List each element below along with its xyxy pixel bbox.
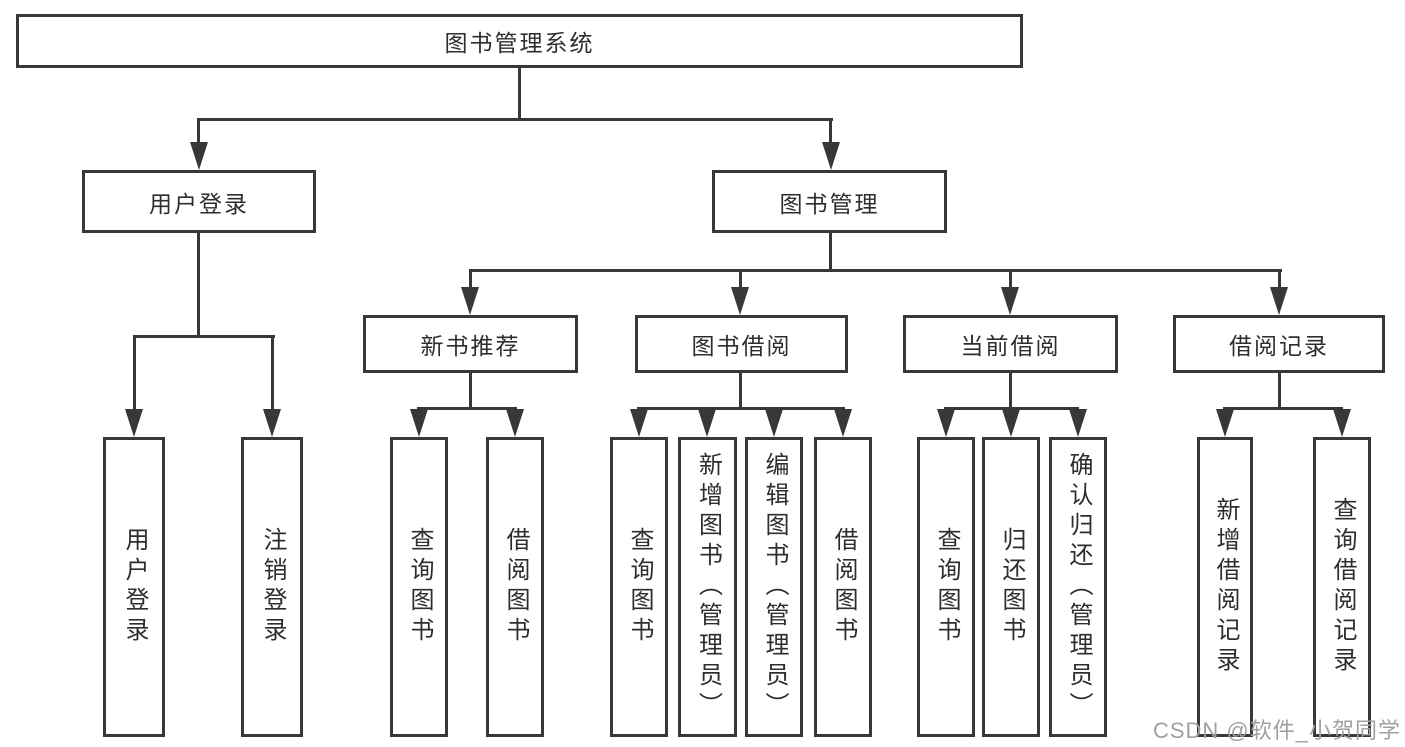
node-new-book-recommend: 新书推荐 — [363, 315, 578, 373]
arrowhead-cb-confirm — [1069, 409, 1087, 437]
connector-userlogin-drop — [197, 233, 200, 337]
leaf-logout: 注销登录 — [241, 437, 303, 737]
arrowhead-leaf-login — [125, 409, 143, 437]
connector-records-bus — [1223, 407, 1343, 410]
leaf-borrow-books-2-label: 借阅图书 — [830, 527, 857, 647]
leaf-borrow-books-1-label: 借阅图书 — [502, 527, 529, 647]
leaf-return-books-label: 归还图书 — [998, 527, 1025, 647]
leaf-query-books-3-label: 查询图书 — [933, 527, 960, 647]
arrowhead-current-borrow — [1001, 287, 1019, 315]
node-current-borrowing: 当前借阅 — [903, 315, 1118, 373]
arrowhead-book-mgmt — [822, 142, 840, 170]
node-book-management: 图书管理 — [712, 170, 947, 233]
connector-stem-leaf-logout — [271, 335, 274, 409]
leaf-edit-books-admin-label: 编辑图书（管理员） — [761, 452, 788, 722]
leaf-add-books-admin-label: 新增图书（管理员） — [694, 452, 722, 722]
connector-stem-user-login — [197, 118, 200, 144]
connector-records-drop — [1278, 373, 1281, 410]
leaf-confirm-return-admin: 确认归还（管理员） — [1049, 437, 1107, 737]
leaf-query-books-1-label: 查询图书 — [406, 527, 433, 647]
arrowhead-nb-borrow — [506, 409, 524, 437]
leaf-query-books-1: 查询图书 — [390, 437, 448, 737]
connector-stem-leaf-login — [133, 335, 136, 409]
leaf-query-books-2: 查询图书 — [610, 437, 668, 737]
arrowhead-user-login — [190, 142, 208, 170]
leaf-query-borrow-record: 查询借阅记录 — [1313, 437, 1371, 737]
leaf-query-borrow-record-label: 查询借阅记录 — [1329, 497, 1356, 677]
arrowhead-bb-query — [630, 409, 648, 437]
leaf-add-books-admin: 新增图书（管理员） — [678, 437, 737, 737]
leaf-borrow-books-2: 借阅图书 — [814, 437, 872, 737]
leaf-add-borrow-record: 新增借阅记录 — [1197, 437, 1253, 737]
connector-newbooks-bus — [417, 407, 517, 410]
arrowhead-cb-return — [1002, 409, 1020, 437]
connector-bookmgmt-bus — [469, 269, 1282, 272]
connector-root-bus — [197, 118, 833, 121]
arrowhead-bb-edit — [765, 409, 783, 437]
arrowhead-new-books — [461, 287, 479, 315]
connector-bookborrow-drop — [739, 373, 742, 410]
leaf-query-books-2-label: 查询图书 — [626, 527, 653, 647]
leaf-edit-books-admin: 编辑图书（管理员） — [745, 437, 803, 737]
arrowhead-rec-add — [1216, 409, 1234, 437]
connector-stem-new-books — [469, 269, 472, 287]
arrowhead-leaf-logout — [263, 409, 281, 437]
arrowhead-cb-query — [937, 409, 955, 437]
connector-stem-current-borrow — [1009, 269, 1012, 287]
node-root: 图书管理系统 — [16, 14, 1023, 68]
leaf-logout-label: 注销登录 — [259, 527, 286, 647]
csdn-watermark: CSDN @软件_小贺同学 — [1152, 718, 1401, 743]
arrowhead-rec-query — [1333, 409, 1351, 437]
leaf-borrow-books-1: 借阅图书 — [486, 437, 544, 737]
connector-userlogin-bus — [133, 335, 275, 338]
node-borrow-records: 借阅记录 — [1173, 315, 1385, 373]
connector-bookmgmt-drop — [829, 233, 832, 272]
node-user-login: 用户登录 — [82, 170, 316, 233]
connector-root-drop — [518, 68, 521, 120]
connector-bookborrow-bus — [637, 407, 845, 410]
arrowhead-book-borrow — [731, 287, 749, 315]
arrowhead-nb-query — [410, 409, 428, 437]
leaf-add-borrow-record-label: 新增借阅记录 — [1212, 497, 1239, 677]
connector-stem-book-mgmt — [829, 118, 832, 144]
arrowhead-bb-add — [698, 409, 716, 437]
leaf-user-login: 用户登录 — [103, 437, 165, 737]
arrowhead-bb-borrow — [834, 409, 852, 437]
leaf-confirm-return-admin-label: 确认归还（管理员） — [1065, 452, 1092, 722]
node-book-borrowing: 图书借阅 — [635, 315, 848, 373]
leaf-user-login-label: 用户登录 — [121, 527, 148, 647]
leaf-query-books-3: 查询图书 — [917, 437, 975, 737]
connector-newbooks-drop — [469, 373, 472, 410]
leaf-return-books: 归还图书 — [982, 437, 1040, 737]
connector-currentborrow-drop — [1009, 373, 1012, 410]
connector-stem-borrow-records — [1278, 269, 1281, 287]
connector-stem-book-borrow — [739, 269, 742, 287]
arrowhead-borrow-records — [1270, 287, 1288, 315]
